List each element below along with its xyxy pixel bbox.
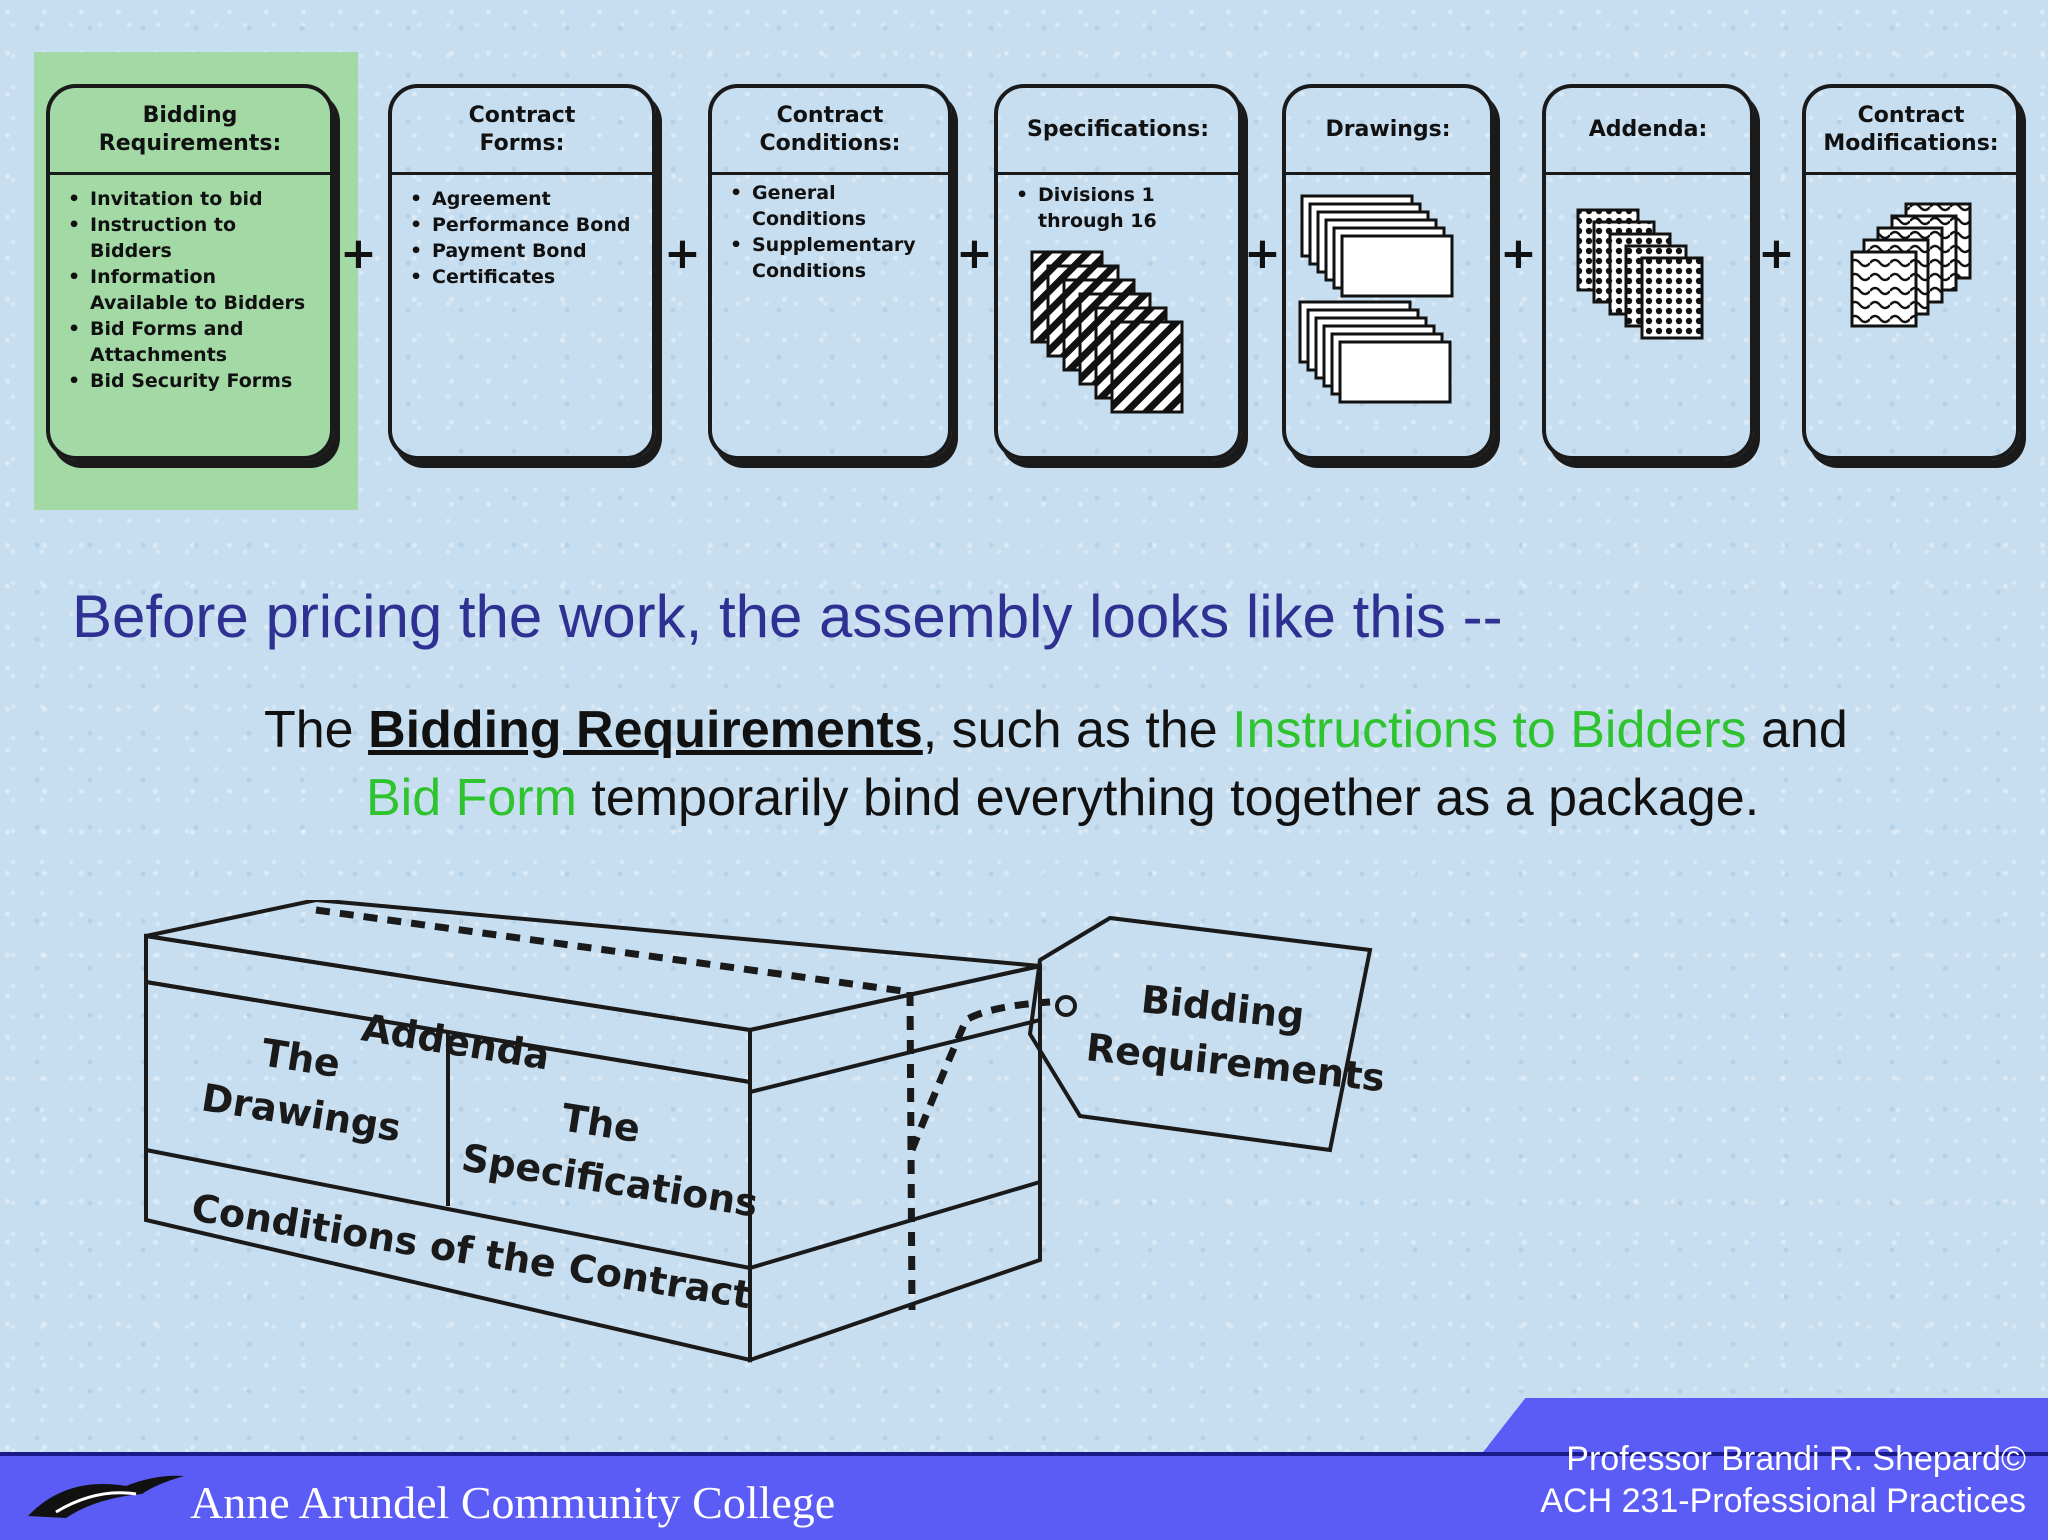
list-item: General Conditions: [726, 180, 944, 232]
body-text: and: [1746, 701, 1848, 759]
box-specs-label-2: Specifications: [459, 1135, 761, 1225]
list-item: Divisions 1 through 16: [1012, 182, 1234, 234]
wavy-sheets-icon: [1850, 202, 1972, 328]
bid-package-box-diagram: Addenda The Drawings The Specifications …: [144, 900, 1387, 1363]
tag-label-1: Bidding: [1139, 977, 1306, 1038]
card-contract-modifications: Contract Modifications:: [1802, 84, 2020, 460]
list-item: Invitation to bid: [64, 186, 326, 212]
card-list: Agreement Performance Bond Payment Bond …: [406, 186, 648, 290]
card-contract-forms: Contract Forms: Agreement Performance Bo…: [388, 84, 656, 460]
box-drawings-label-2: Drawings: [199, 1075, 404, 1150]
card-title: Addenda:: [1546, 88, 1750, 175]
plus-sign: +: [664, 228, 701, 279]
plus-sign: +: [1244, 228, 1281, 279]
card-contract-conditions: Contract Conditions: General Conditions …: [708, 84, 952, 460]
striped-sheets-icon: [1030, 250, 1184, 414]
body-text: temporarily bind everything together as …: [576, 769, 1760, 827]
bid-form-term: Bid Form: [366, 769, 577, 827]
list-item: Payment Bond: [406, 238, 648, 264]
card-title: Drawings:: [1286, 88, 1490, 175]
list-item: Certificates: [406, 264, 648, 290]
card-specifications: Specifications: Divisions 1 through 16: [994, 84, 1242, 460]
list-item: Instruction to Bidders: [64, 212, 326, 264]
card-list: General Conditions Supplementary Conditi…: [726, 180, 944, 284]
card-title: Contract Forms:: [392, 88, 652, 175]
card-title: Contract Conditions:: [712, 88, 948, 175]
instructions-to-bidders-term: Instructions to Bidders: [1232, 701, 1747, 759]
slide-heading: Before pricing the work, the assembly lo…: [72, 583, 1503, 650]
college-name: Anne Arundel Community College: [190, 1477, 836, 1528]
college-logo-icon: [28, 1475, 184, 1518]
plus-sign: +: [956, 228, 993, 279]
tag-label-2: Requirements: [1084, 1025, 1387, 1100]
card-title: Contract Modifications:: [1806, 88, 2016, 175]
list-item: Performance Bond: [406, 212, 648, 238]
list-item: Agreement: [406, 186, 648, 212]
card-title: Specifications:: [998, 88, 1238, 175]
card-list: Divisions 1 through 16: [1012, 182, 1234, 234]
card-list: Invitation to bid Instruction to Bidders…: [64, 186, 326, 394]
dotted-sheets-icon: [1576, 208, 1704, 340]
course-name: ACH 231-Professional Practices: [1540, 1482, 2026, 1520]
body-line-2: Bid Form temporarily bind everything tog…: [200, 764, 2020, 832]
card-bidding-requirements: Bidding Requirements: Invitation to bid …: [46, 84, 334, 460]
card-title: Bidding Requirements:: [50, 88, 330, 175]
list-item: Bid Forms and Attachments: [64, 316, 326, 368]
box-addenda-label: Addenda: [359, 1005, 553, 1078]
card-drawings: Drawings:: [1282, 84, 1494, 460]
body-paragraph: The Bidding Requirements, such as the In…: [200, 696, 2020, 832]
list-item: Bid Security Forms: [64, 368, 326, 394]
plus-sign: +: [1758, 228, 1795, 279]
footer-tab: [1480, 1398, 2048, 1456]
body-text: The: [264, 701, 369, 759]
plus-sign: +: [340, 228, 377, 279]
body-text: , such as the: [922, 701, 1233, 759]
box-specs-label-1: The: [559, 1095, 644, 1151]
body-line-1: The Bidding Requirements, such as the In…: [200, 696, 2020, 764]
professor-credit: Professor Brandi R. Shepard©: [1566, 1440, 2026, 1478]
footer-bar: [0, 1452, 2048, 1540]
list-item: Supplementary Conditions: [726, 232, 944, 284]
drawing-sheets-icon: [1298, 194, 1454, 404]
list-item: Information Available to Bidders: [64, 264, 326, 316]
bidding-requirements-term: Bidding Requirements: [368, 701, 923, 759]
plus-sign: +: [1500, 228, 1537, 279]
box-drawings-label-1: The: [259, 1030, 344, 1086]
card-addenda: Addenda:: [1542, 84, 1754, 460]
